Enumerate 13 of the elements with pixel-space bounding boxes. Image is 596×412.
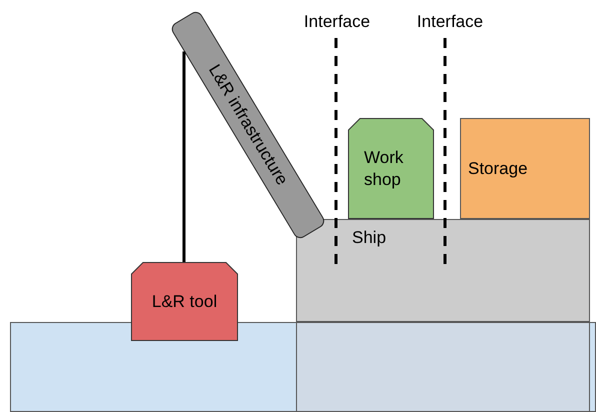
tool-box [131,262,238,341]
storage-box [460,118,590,219]
crane-cable [182,52,186,262]
node-label: Work shop [364,147,404,190]
submerged-hull [296,322,590,412]
interface-label: Interface [304,13,370,30]
node-label: L&R tool [152,290,218,312]
node-label: Ship [352,227,386,248]
workshop-box [348,118,434,219]
ship-hull [296,219,590,322]
interface-label: Interface [416,13,484,30]
sea [10,322,596,412]
node-label: Storage [468,158,528,180]
